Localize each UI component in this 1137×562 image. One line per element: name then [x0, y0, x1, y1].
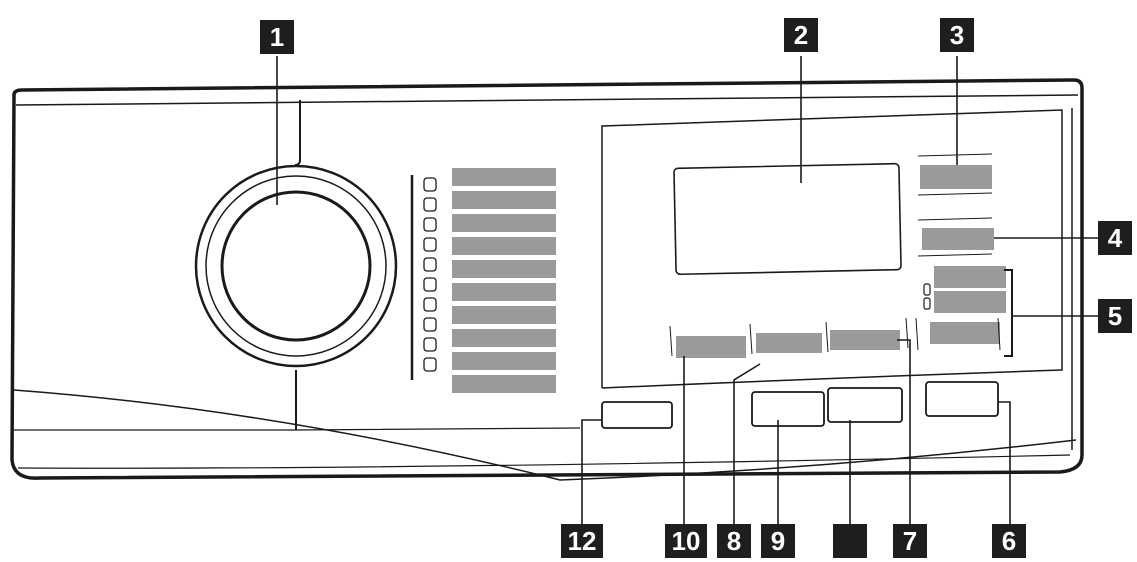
program-name-blocks [452, 168, 556, 393]
option-led-5a [923, 283, 931, 296]
button-11[interactable] [827, 387, 903, 423]
option-separator [917, 192, 993, 196]
program-led [423, 237, 437, 252]
callout-10: 10 [665, 524, 707, 558]
program-name-block [452, 168, 556, 186]
program-led [423, 197, 437, 212]
leader-lines [276, 56, 1098, 532]
program-knob[interactable] [220, 190, 372, 342]
callout-4: 4 [1098, 221, 1132, 255]
program-indicator-leds [423, 177, 437, 372]
program-name-block [452, 375, 556, 393]
button-6[interactable] [925, 381, 999, 417]
program-knob-mid-ring [205, 175, 387, 357]
option-button-3[interactable] [920, 165, 992, 189]
panel-bottom-contour [13, 389, 1077, 481]
program-led [423, 297, 437, 312]
panel-top-rim [15, 94, 1079, 106]
program-name-block [452, 329, 556, 347]
callout-12: 12 [561, 524, 603, 558]
leader-line-8 [733, 363, 761, 532]
program-name-block [452, 306, 556, 324]
function-button-8[interactable] [756, 333, 822, 353]
program-name-block [452, 237, 556, 255]
option-button-4[interactable] [922, 228, 994, 250]
option-separator-vertical [915, 317, 1001, 351]
option-led-5b [923, 297, 931, 310]
panel-outline [10, 78, 1084, 480]
program-name-block [452, 191, 556, 209]
option-separator [917, 153, 993, 157]
program-knob-outer-ring [194, 164, 398, 368]
control-area-frame [601, 109, 1063, 389]
callout-11 [833, 524, 867, 558]
program-led [423, 257, 437, 272]
program-name-block [452, 352, 556, 370]
program-led [423, 277, 437, 292]
option-button-5b[interactable] [934, 291, 1006, 313]
callout-8: 8 [717, 524, 751, 558]
program-led [423, 317, 437, 332]
leader-line-6 [998, 401, 1011, 532]
program-name-block [452, 283, 556, 301]
program-name-block [452, 214, 556, 232]
leader-line-7 [897, 339, 911, 532]
function-separators [669, 317, 909, 357]
button-12[interactable] [601, 401, 673, 429]
program-name-block [452, 260, 556, 278]
drawer-bottom-line [14, 427, 581, 431]
callout-2: 2 [784, 18, 818, 52]
function-button-10[interactable] [676, 336, 746, 358]
callout-9: 9 [761, 524, 795, 558]
program-led [423, 217, 437, 232]
display-screen [673, 162, 902, 276]
option-button-5a[interactable] [934, 266, 1006, 288]
callout-7: 7 [893, 524, 927, 558]
program-led [423, 337, 437, 352]
function-button-7[interactable] [830, 330, 900, 350]
callout-5: 5 [1098, 299, 1132, 333]
option-separator [917, 253, 993, 257]
program-led [423, 177, 437, 192]
callout-1: 1 [260, 20, 294, 54]
callout-3: 3 [940, 18, 974, 52]
option-group-bracket [1004, 269, 1013, 357]
program-led [423, 357, 437, 372]
option-button-5c[interactable] [930, 322, 1000, 344]
callout-6: 6 [992, 524, 1026, 558]
option-separator [917, 217, 993, 221]
panel-bottom-edge [17, 454, 1071, 469]
button-9[interactable] [751, 391, 825, 427]
leader-line-12 [581, 419, 602, 532]
